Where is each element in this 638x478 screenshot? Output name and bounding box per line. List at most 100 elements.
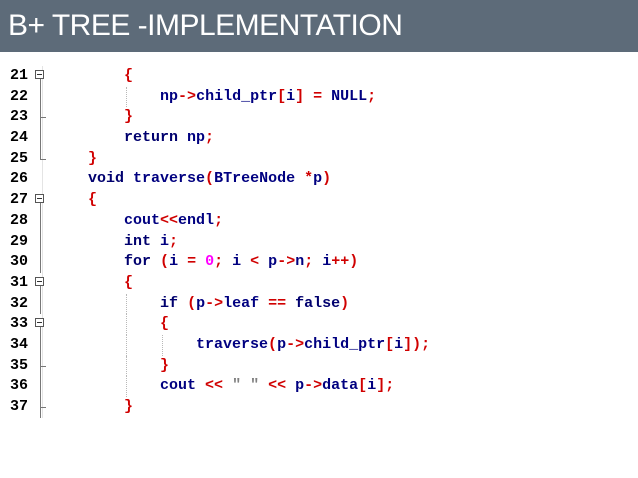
code-line: 32 if (p->leaf == false) bbox=[10, 293, 410, 315]
code-token: { bbox=[124, 67, 134, 84]
code-token: p bbox=[259, 253, 278, 271]
fold-line bbox=[32, 128, 50, 149]
code-token: int bbox=[124, 232, 152, 250]
code-token: * bbox=[304, 170, 314, 188]
code-token bbox=[223, 377, 232, 394]
code-text: return np; bbox=[52, 128, 214, 149]
line-number: 37 bbox=[10, 398, 29, 415]
code-line: 28 cout<<endl; bbox=[10, 210, 410, 232]
code-editor: 21 {22 np->child_ptr[i] = NULL;23 }24 re… bbox=[10, 66, 430, 418]
code-token: << bbox=[160, 211, 179, 229]
code-token: -> bbox=[205, 294, 224, 312]
minus-box-icon[interactable] bbox=[35, 70, 44, 79]
code-token: data bbox=[322, 377, 359, 395]
minus-box-icon[interactable] bbox=[35, 318, 44, 328]
fold-line bbox=[32, 86, 50, 108]
code-token: cout bbox=[124, 211, 161, 229]
code-token: child_ptr bbox=[304, 335, 386, 353]
indent-guide bbox=[126, 293, 127, 315]
code-line: 36 cout << " " << p->data[i]; bbox=[10, 376, 410, 397]
code-token: < bbox=[250, 253, 260, 271]
line-number: 32 bbox=[10, 294, 29, 312]
code-token: [ bbox=[385, 335, 395, 353]
code-token: ; bbox=[169, 232, 179, 250]
code-token: p bbox=[286, 377, 305, 395]
code-text: np->child_ptr[i] = NULL; bbox=[52, 87, 376, 108]
code-token: { bbox=[160, 315, 170, 333]
code-token: ( bbox=[187, 294, 197, 312]
minus-box-icon[interactable] bbox=[35, 194, 44, 204]
code-token: -> bbox=[277, 253, 296, 271]
code-token: n bbox=[295, 253, 305, 271]
code-token: [ bbox=[277, 87, 287, 105]
code-token: BTreeNode bbox=[214, 170, 305, 188]
code-token: p bbox=[313, 170, 323, 188]
code-token: << bbox=[205, 377, 224, 395]
code-token: ( bbox=[205, 170, 215, 188]
code-token: return bbox=[124, 129, 179, 147]
line-number: 33 bbox=[10, 315, 29, 333]
fold-line bbox=[32, 334, 50, 356]
line-number: 31 bbox=[10, 273, 29, 291]
fold-collapse-icon[interactable] bbox=[32, 314, 50, 335]
code-token: -> bbox=[178, 87, 197, 105]
code-token: ) bbox=[322, 170, 332, 188]
fold-collapse-icon[interactable] bbox=[32, 273, 50, 294]
code-token: } bbox=[124, 398, 134, 415]
fold-line bbox=[32, 252, 50, 273]
code-token bbox=[178, 295, 187, 312]
code-line: 34 traverse(p->child_ptr[i]); bbox=[10, 334, 430, 356]
fold-line bbox=[32, 231, 50, 253]
code-text: { bbox=[52, 314, 169, 335]
code-token: << bbox=[268, 377, 287, 395]
code-token: -> bbox=[286, 335, 305, 353]
code-token bbox=[196, 253, 205, 270]
fold-line bbox=[32, 293, 50, 315]
line-number: 30 bbox=[10, 253, 29, 271]
code-line: 26 void traverse(BTreeNode *p) bbox=[10, 169, 410, 190]
code-text: traverse(p->child_ptr[i]); bbox=[52, 335, 430, 356]
code-text: if (p->leaf == false) bbox=[52, 294, 349, 315]
line-number: 35 bbox=[10, 356, 29, 374]
fold-collapse-icon[interactable] bbox=[32, 190, 50, 211]
code-token: NULL bbox=[322, 87, 368, 105]
fold-collapse-icon[interactable] bbox=[32, 66, 50, 87]
code-token: 0 bbox=[205, 253, 215, 271]
code-token: ( bbox=[160, 253, 170, 271]
code-token: ] bbox=[295, 87, 305, 105]
slide-title: B+ TREE -IMPLEMENTATION bbox=[8, 9, 403, 42]
indent-guide bbox=[162, 334, 163, 356]
code-token: ( bbox=[268, 335, 278, 353]
indent-guide bbox=[126, 314, 127, 335]
code-token bbox=[304, 88, 313, 105]
slide-header: B+ TREE -IMPLEMENTATION bbox=[0, 0, 638, 52]
code-token: traverse bbox=[124, 170, 206, 188]
code-token: { bbox=[88, 191, 98, 209]
gutter-separator bbox=[42, 66, 43, 418]
code-token: { bbox=[124, 273, 134, 291]
code-token: p bbox=[196, 294, 206, 312]
code-text: int i; bbox=[52, 232, 178, 253]
code-token: endl bbox=[178, 211, 215, 229]
code-line: 27 { bbox=[10, 190, 410, 211]
minus-box-icon[interactable] bbox=[35, 276, 44, 286]
code-line: 23 } bbox=[10, 107, 410, 129]
code-text: for (i = 0; i < p->n; i++) bbox=[52, 252, 358, 273]
code-token: np bbox=[160, 87, 179, 105]
code-token: leaf bbox=[223, 294, 269, 312]
code-line: 29 int i; bbox=[10, 231, 410, 253]
code-token: = bbox=[187, 253, 197, 271]
code-line: 22 np->child_ptr[i] = NULL; bbox=[10, 86, 410, 108]
code-token: i bbox=[394, 335, 404, 353]
line-number: 28 bbox=[10, 211, 29, 229]
code-text: } bbox=[52, 356, 169, 377]
code-token: } bbox=[88, 149, 98, 167]
code-text: } bbox=[52, 107, 133, 128]
code-line: 31 { bbox=[10, 273, 410, 294]
code-token: = bbox=[313, 87, 323, 105]
code-token: ; bbox=[214, 253, 224, 271]
code-token: false bbox=[295, 294, 341, 312]
code-token: i bbox=[286, 87, 296, 105]
code-token: ; bbox=[205, 129, 215, 147]
code-token: i bbox=[223, 253, 251, 271]
